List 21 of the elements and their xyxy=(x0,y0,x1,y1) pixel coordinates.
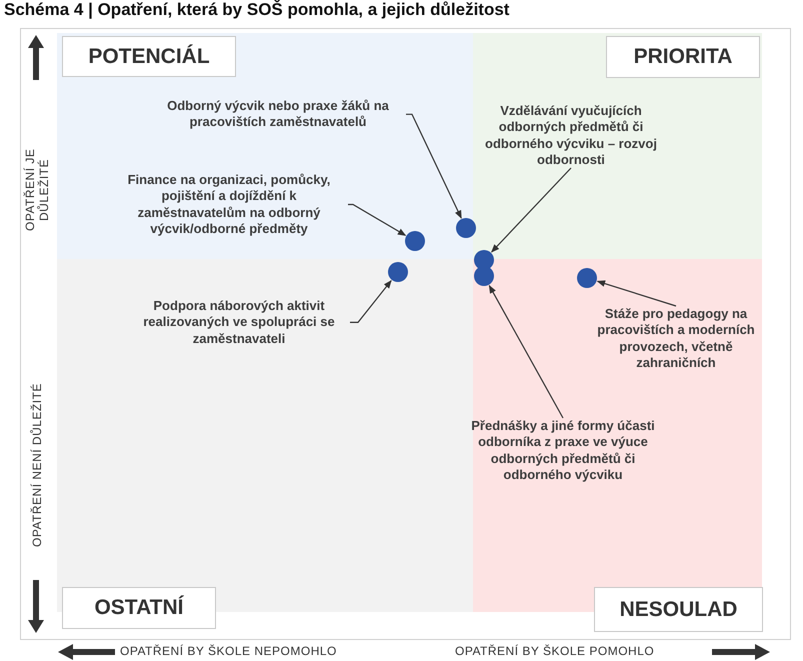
axis-label: OPATŘENÍ BY ŠKOLE NEPOMOHLO xyxy=(120,644,335,660)
callout-text: Finance na organizaci, pomůcky, pojištění a dojíždění k zaměstnavatelům na odborný výcvik/odborné předměty xyxy=(110,172,348,237)
quadrant-label: OSTATNÍ xyxy=(62,587,216,629)
leader-line xyxy=(348,204,406,236)
callout-text: Stáže pro pedagogy na pracovištích a moderních provozech, včetně zahraničních xyxy=(578,306,774,371)
leader-line xyxy=(488,284,564,418)
leader-line xyxy=(350,280,392,323)
callout-text: Přednášky a jiné formy účasti odborníka z praxe ve výuce odborných předmětů či odborného výcviku xyxy=(470,418,656,483)
leader-line xyxy=(491,168,572,253)
axis-label: OPATŘENÍ BY ŠKOLE POMOHLO xyxy=(455,644,656,660)
quadrant-label: NESOULAD xyxy=(594,587,763,632)
leader-line xyxy=(406,114,462,219)
axis-label: OPATŘENÍ NENÍ DŮLEŽITÉ xyxy=(29,382,45,549)
chart-title: Schéma 4 | Opatření, která by SOŠ pomohla, a jejich důležitost xyxy=(3,0,510,20)
callout-text: Odborný výcvik nebo praxe žáků na pracovištích zaměstnavatelů xyxy=(150,98,406,130)
axis-label: OPATŘENÍ JE DŮLEŽITÉ xyxy=(22,148,52,234)
quadrant-label: PRIORITA xyxy=(606,36,760,78)
callout-text: Vzdělávání vyučujících odborných předmětů či odborného výcviku – rozvoj odbornosti xyxy=(478,103,664,168)
callout-text: Podpora náborových aktivit realizovaných ve spolupráci se zaměstnavateli xyxy=(128,298,350,347)
leader-line xyxy=(596,280,676,307)
quadrant-label: POTENCIÁL xyxy=(62,36,236,77)
